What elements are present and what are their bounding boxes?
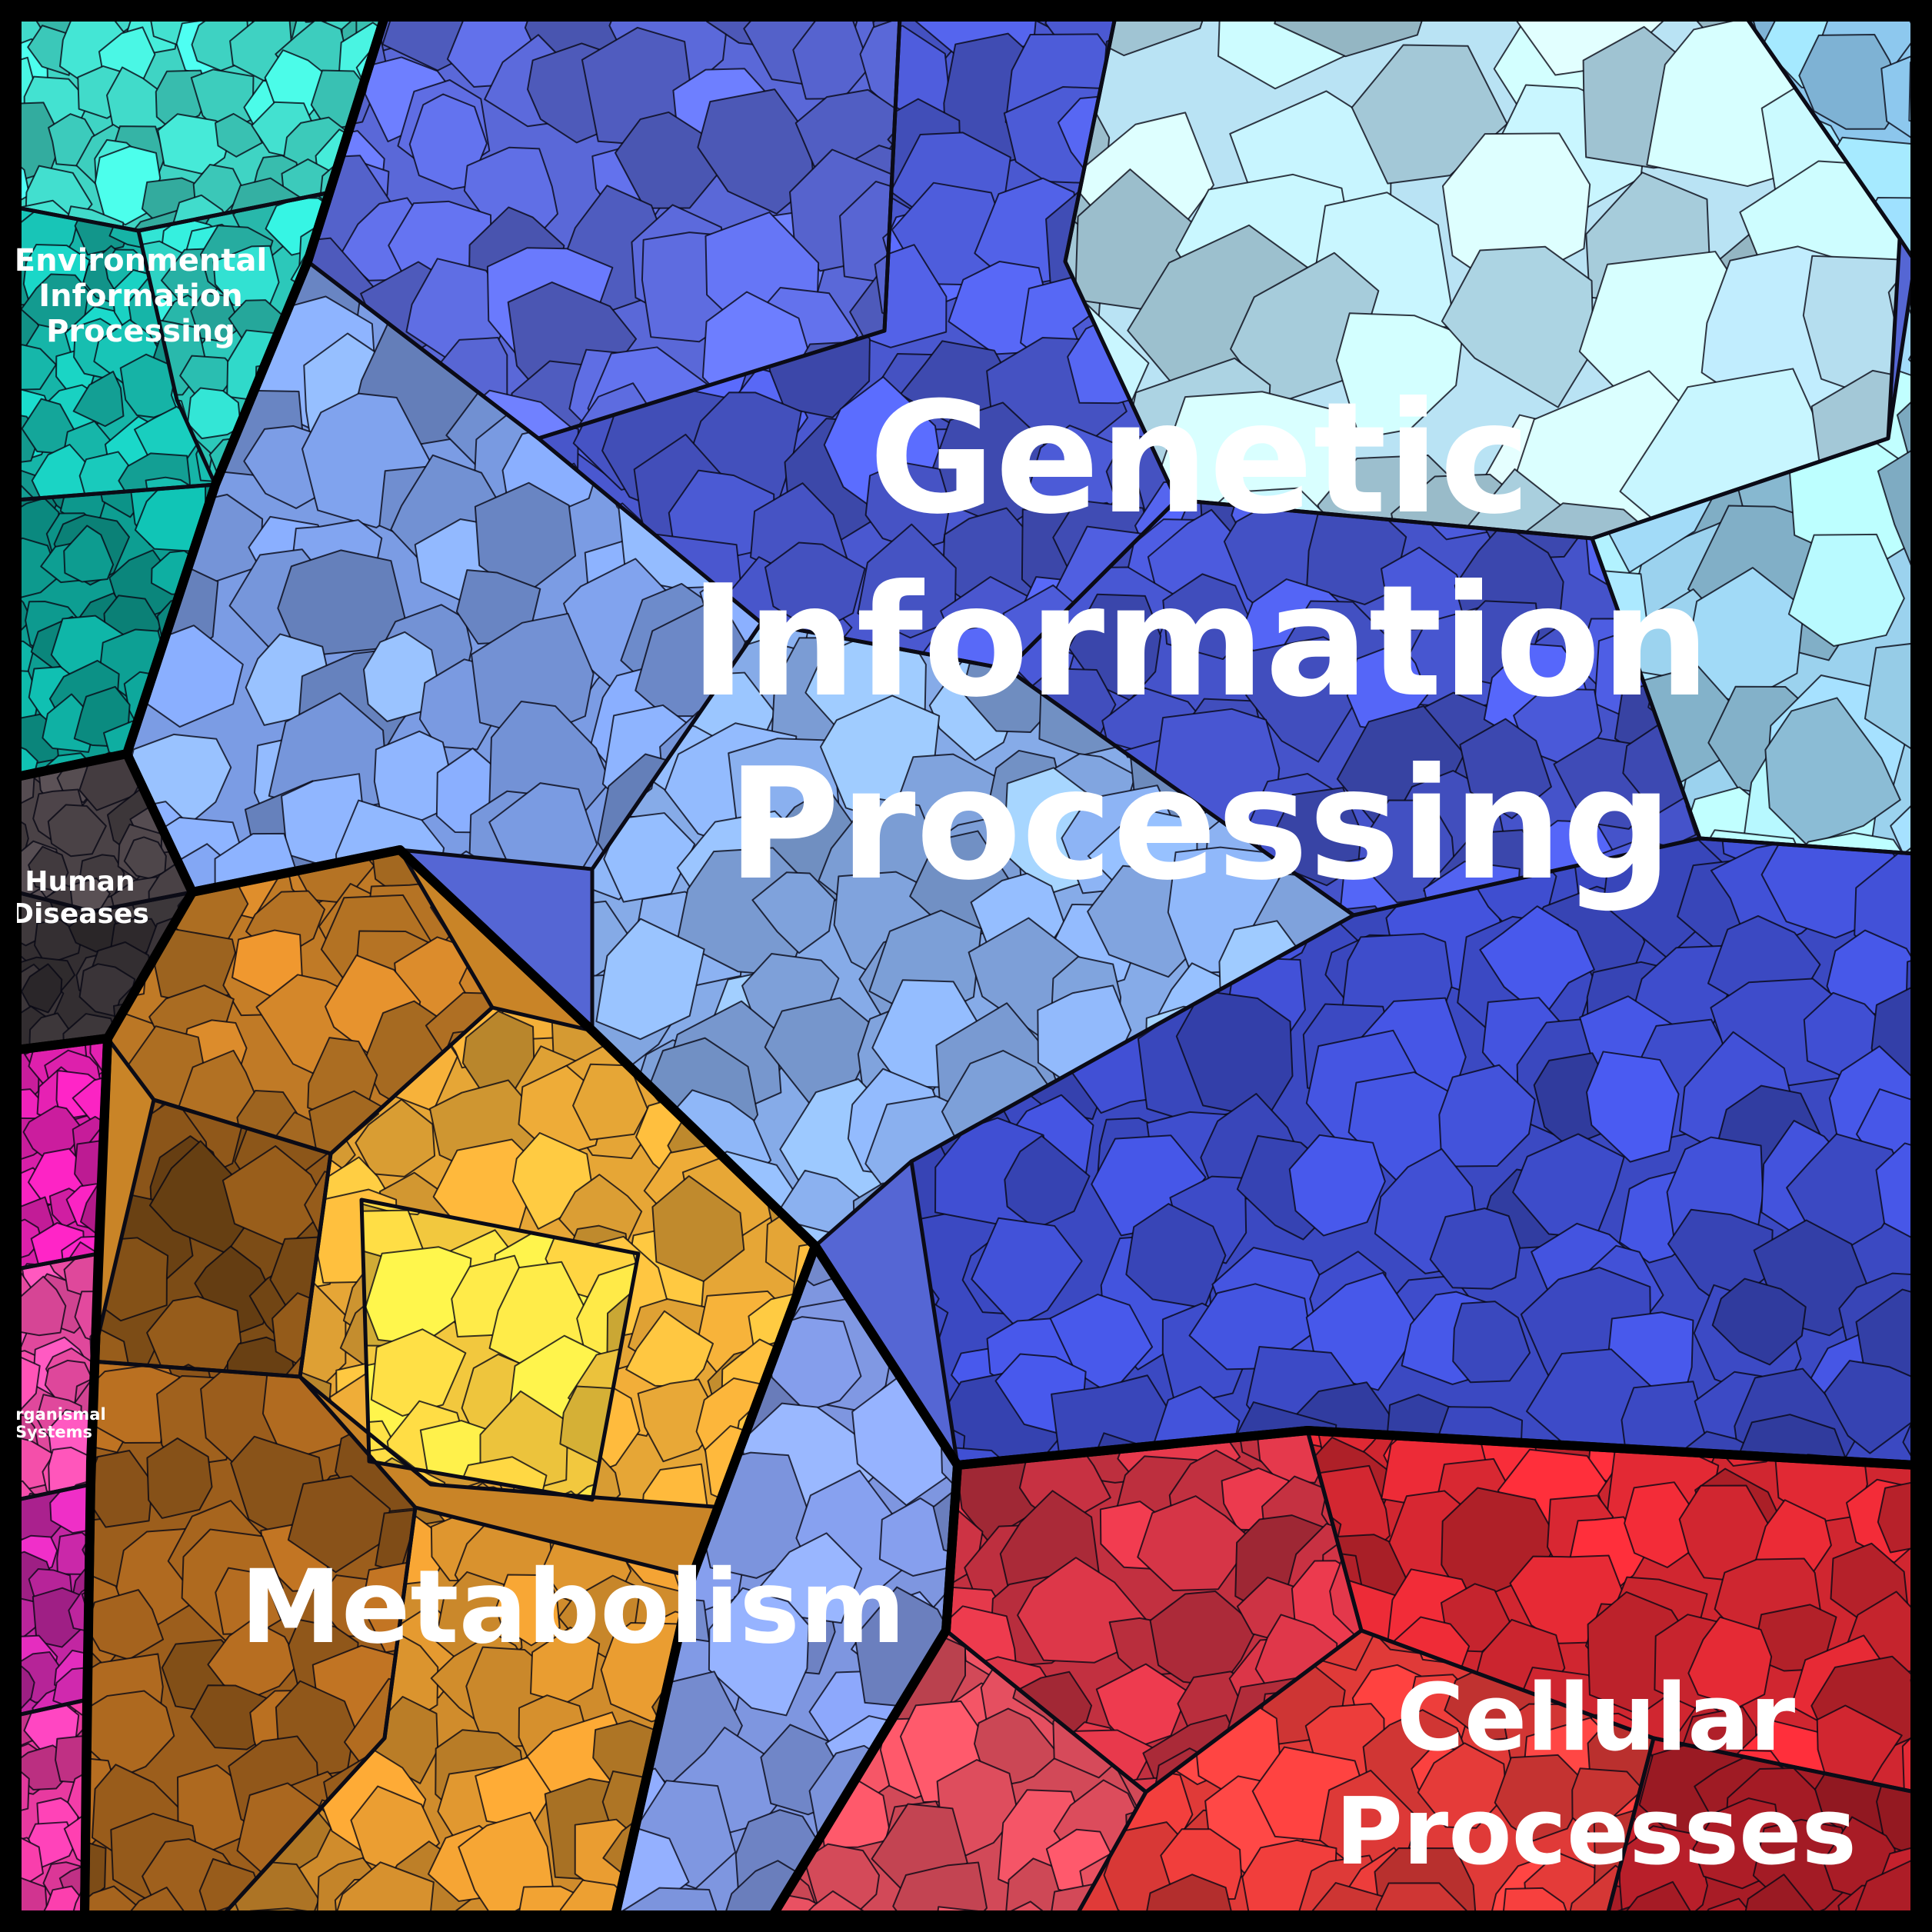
label-organismal-systems: Organismal	[2, 1405, 105, 1424]
region-outline-metabolism	[80, 845, 820, 1920]
region-environmental-information-processing	[17, 17, 385, 777]
label-genetic-information-processing: Processing	[727, 735, 1672, 914]
cell-org-2	[17, 1254, 98, 1500]
label-environmental-information-processing: Processing	[46, 314, 235, 349]
label-cellular-processes: Processes	[1335, 1779, 1857, 1886]
label-environmental-information-processing: Information	[38, 278, 242, 314]
region-metabolism	[85, 850, 815, 1915]
region-labels: GeneticInformationProcessingEnvironmenta…	[2, 243, 1857, 1886]
cell-org-1	[17, 1038, 108, 1269]
label-cellular-processes: Cellular	[1397, 1665, 1795, 1772]
region-organismal-systems	[17, 1038, 108, 1915]
label-organismal-systems: Systems	[15, 1423, 92, 1441]
label-human-diseases: Diseases	[11, 898, 149, 930]
label-metabolism: Metabolism	[241, 1548, 906, 1667]
label-environmental-information-processing: Environmental	[15, 243, 267, 278]
label-genetic-information-processing: Genetic	[869, 369, 1531, 548]
label-human-diseases: Human	[25, 866, 135, 898]
label-genetic-information-processing: Information	[689, 552, 1710, 731]
